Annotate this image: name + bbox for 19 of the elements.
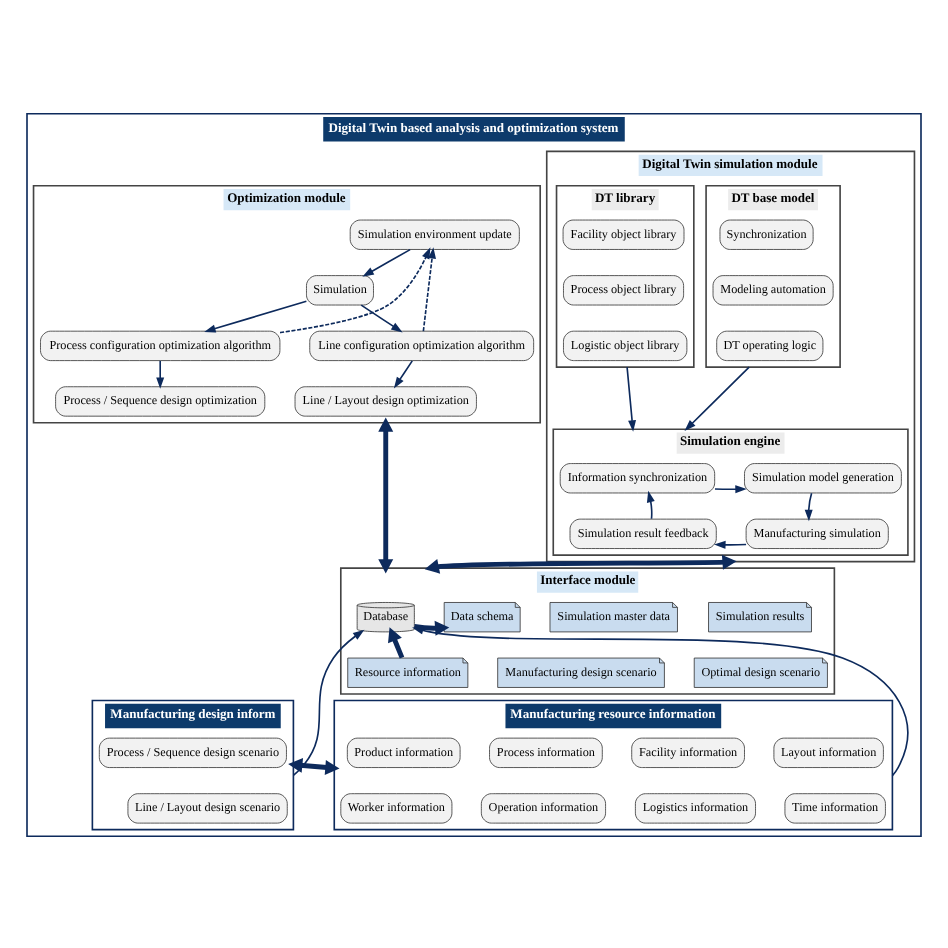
arrow [422, 246, 436, 331]
arrow [378, 416, 394, 573]
arrow [714, 484, 747, 493]
arrow [714, 539, 747, 548]
arrow [292, 628, 365, 776]
arrow [360, 303, 403, 332]
arrow [388, 626, 405, 658]
arrow [393, 359, 414, 388]
arrow [362, 247, 411, 276]
arrow [204, 299, 308, 332]
arrow [279, 246, 431, 333]
arrow [156, 359, 165, 388]
arrow [413, 619, 450, 635]
arrow [288, 756, 340, 774]
arrow [646, 489, 655, 519]
arrow [684, 365, 750, 430]
arrow [424, 553, 737, 573]
arrow [626, 365, 637, 431]
arrow [804, 491, 813, 521]
